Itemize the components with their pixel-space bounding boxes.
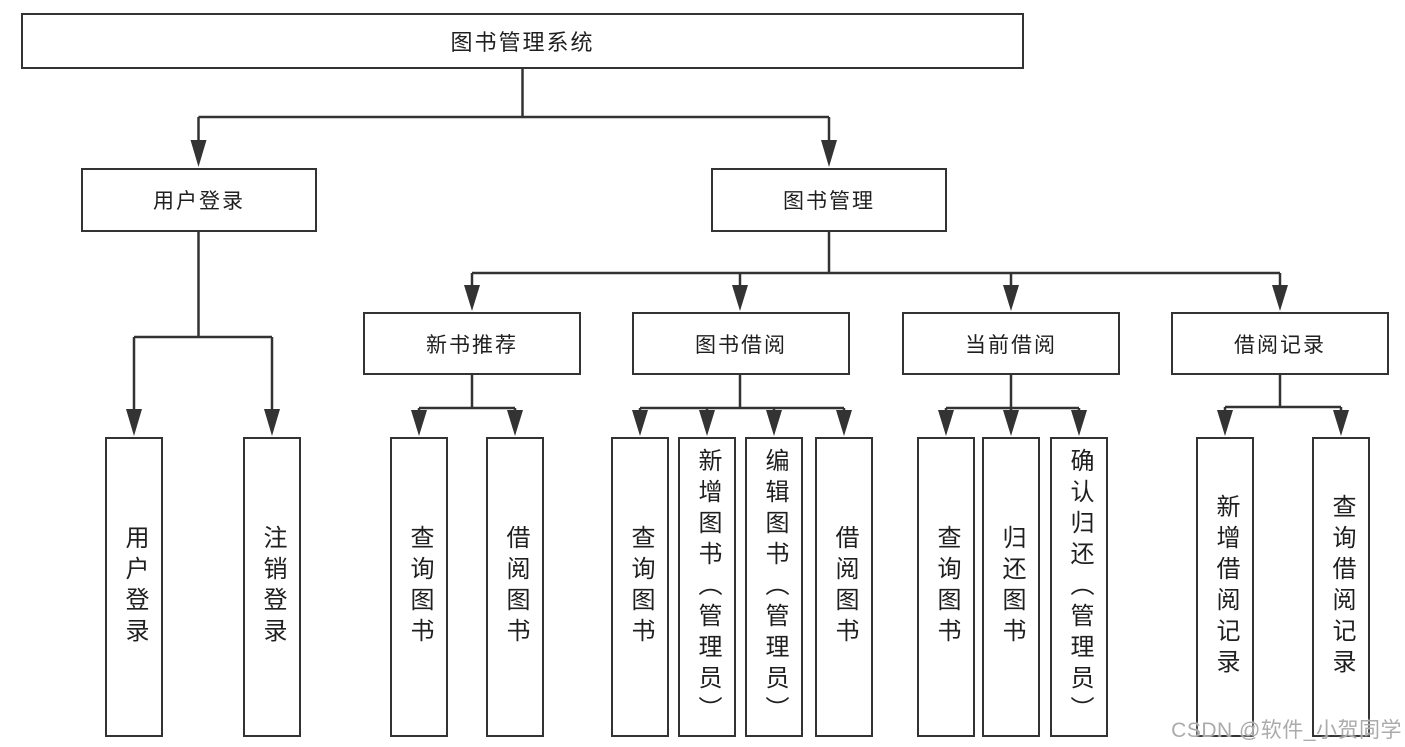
node-root: 图书管理系统 bbox=[21, 13, 1024, 69]
node-leaf-borrow-books-2: 借阅图书 bbox=[815, 437, 873, 737]
node-leaf-query-books-3: 查询图书 bbox=[917, 437, 975, 737]
connector-book-mgmt-children bbox=[470, 232, 1282, 286]
connector-current-borrow-children bbox=[944, 374, 1081, 410]
node-book-mgmt: 图书管理 bbox=[711, 168, 947, 232]
node-leaf-add-borrow-record: 新增借阅记录 bbox=[1196, 437, 1254, 737]
node-book-borrow: 图书借阅 bbox=[632, 312, 850, 375]
node-leaf-query-borrow-record: 查询借阅记录 bbox=[1312, 437, 1370, 737]
node-leaf-logout: 注销登录 bbox=[243, 437, 301, 737]
node-borrow-record: 借阅记录 bbox=[1171, 312, 1389, 375]
node-leaf-user-login: 用户登录 bbox=[105, 437, 163, 737]
node-leaf-query-books-2: 查询图书 bbox=[611, 437, 669, 737]
csdn-watermark: CSDN @软件_小贺同学 bbox=[1171, 719, 1402, 742]
connector-user-login-children bbox=[132, 232, 274, 409]
node-leaf-confirm-return-admin: 确认归还（管理员） bbox=[1050, 437, 1108, 737]
node-leaf-query-books-1: 查询图书 bbox=[390, 437, 448, 737]
node-leaf-borrow-books-1: 借阅图书 bbox=[486, 437, 544, 737]
connector-borrow-record-children bbox=[1223, 374, 1343, 410]
node-current-borrow: 当前借阅 bbox=[902, 312, 1120, 375]
arrowheads bbox=[126, 140, 1349, 436]
node-new-book-rec: 新书推荐 bbox=[363, 312, 581, 375]
node-leaf-return-books: 归还图书 bbox=[982, 437, 1040, 737]
node-leaf-edit-books-admin: 编辑图书（管理员） bbox=[745, 437, 803, 737]
connector-book-borrow-children bbox=[638, 374, 846, 410]
connector-new-book-rec-children bbox=[417, 374, 517, 410]
connector-root-to-level2 bbox=[197, 69, 831, 141]
node-user-login: 用户登录 bbox=[81, 168, 317, 232]
node-leaf-add-books-admin: 新增图书（管理员） bbox=[678, 437, 736, 737]
